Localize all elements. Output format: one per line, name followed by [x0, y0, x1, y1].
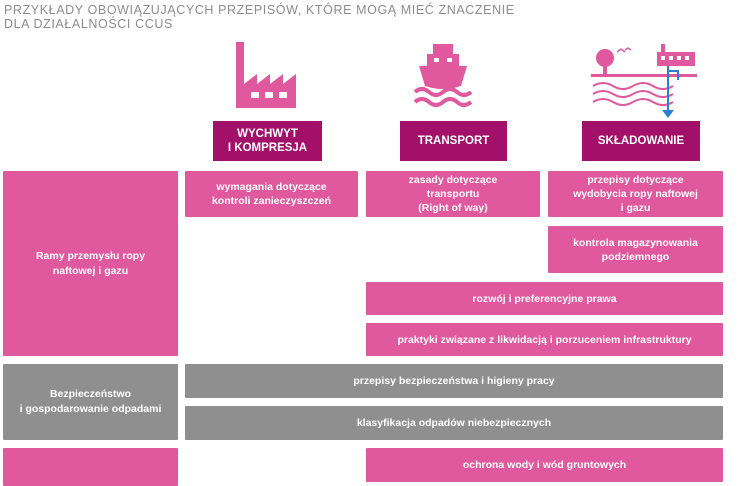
cell-hazardous-waste-text: klasyfikacja odpadów niebezpiecznych	[356, 417, 552, 429]
header-transport-label: TRANSPORT	[417, 135, 490, 147]
row-label-oil-gas: Ramy przemysłu ropy naftowej i gazu	[3, 171, 178, 356]
cell-extraction-line-3: i gazu	[620, 202, 651, 214]
cell-decommissioning-text: praktyki związane z likwidacją i porzuce…	[397, 333, 692, 346]
title-line-2: DLA DZIAŁALNOŚCI CCUS	[4, 17, 173, 31]
header-capture-line-1: WYCHWYT	[237, 128, 298, 140]
cell-transport-line-3: (Right of way)	[418, 202, 488, 214]
page-title: PRZYKŁADY OBOWIĄZUJĄCYCH PRZEPISÓW, KTÓR…	[4, 3, 604, 31]
cell-transport-line-2: transportu	[426, 188, 480, 200]
factory-icon	[233, 40, 303, 110]
ship-icon	[413, 40, 473, 112]
header-storage-label: SKŁADOWANIE	[597, 135, 685, 147]
cell-water-protection-text: ochrona wody i wód gruntowych	[462, 459, 627, 471]
header-transport: TRANSPORT	[400, 121, 507, 161]
cell-extraction-rules: przepisy dotyczące wydobycia ropy naftow…	[548, 171, 723, 217]
cell-underground-line-2: podziemnego	[601, 250, 670, 263]
cell-decommissioning: praktyki związane z likwidacją i porzuce…	[366, 323, 723, 356]
cell-emission-line-2: kontroli zanieczyszczeń	[211, 195, 332, 207]
cell-extraction-line-1: przepisy dotyczące	[587, 174, 684, 186]
row-label-safety-line-2: i gospodarowanie odpadami	[19, 403, 162, 415]
header-storage: SKŁADOWANIE	[582, 121, 700, 161]
row-label-safety-waste: Bezpieczeństwo i gospodarowanie odpadami	[3, 364, 178, 440]
storage-icon	[591, 40, 701, 120]
cell-water-protection: ochrona wody i wód gruntowych	[366, 448, 723, 482]
cell-extraction-line-2: wydobycia ropy naftowej	[573, 188, 698, 200]
cell-development-rights: rozwój i preferencyjne prawa	[366, 282, 723, 315]
header-capture-line-2: I KOMPRESJA	[227, 142, 308, 154]
row-label-safety-line-1: Bezpieczeństwo	[49, 388, 132, 400]
cell-health-safety-text: przepisy bezpieczeństwa i higieny pracy	[353, 375, 555, 387]
cell-health-safety: przepisy bezpieczeństwa i higieny pracy	[185, 364, 723, 398]
row-label-oil-gas-text: Ramy przemysłu ropy naftowej i gazu	[35, 249, 146, 277]
row-label-environment	[3, 448, 178, 486]
cell-emission-control: wymagania dotyczące kontroli zanieczyszc…	[185, 171, 358, 217]
cell-underground-line-1: kontrola magazynowania	[573, 236, 698, 249]
cell-transport-line-1: zasady dotyczące	[408, 174, 498, 186]
title-line-1: PRZYKŁADY OBOWIĄZUJĄCYCH PRZEPISÓW, KTÓR…	[4, 3, 515, 17]
cell-emission-line-1: wymagania dotyczące	[216, 181, 327, 193]
cell-hazardous-waste: klasyfikacja odpadów niebezpiecznych	[185, 406, 723, 440]
cell-development-text: rozwój i preferencyjne prawa	[472, 292, 617, 305]
header-capture-compression: WYCHWYT I KOMPRESJA	[213, 121, 322, 161]
cell-underground-storage: kontrola magazynowania podziemnego	[548, 226, 723, 273]
cell-transport-rules: zasady dotyczące transportu (Right of wa…	[366, 171, 540, 217]
